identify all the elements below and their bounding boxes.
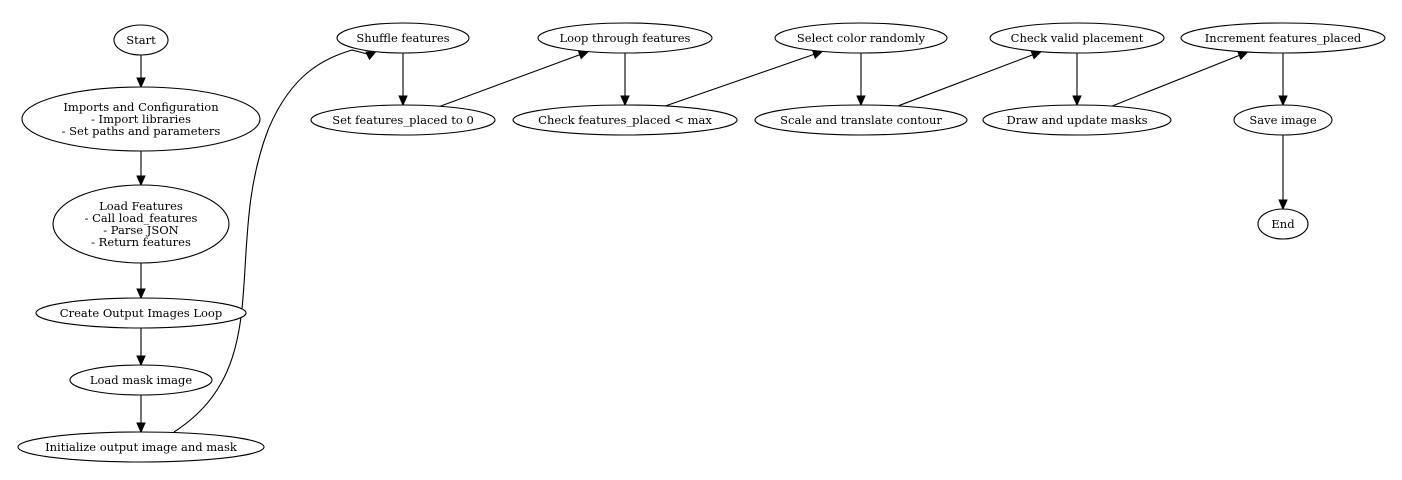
node-label: Increment features_placed	[1205, 31, 1362, 45]
node-shape	[113, 24, 169, 56]
node-shape	[1257, 208, 1309, 240]
node-label: - Parse JSON	[103, 223, 178, 237]
arrowhead	[365, 51, 377, 61]
edges-layer	[136, 49, 1288, 434]
node-label: Save image	[1249, 113, 1316, 127]
node-increment: Increment features_placed	[1180, 22, 1386, 54]
node-shape	[52, 184, 230, 264]
edge-increment-to-save_image	[1278, 53, 1288, 107]
node-label: - Import libraries	[91, 112, 191, 126]
node-label: Start	[126, 33, 156, 47]
arrowhead	[1237, 51, 1249, 61]
node-check-valid: Check valid placement	[989, 22, 1165, 54]
arrowhead	[136, 422, 146, 434]
node-label: - Return features	[91, 235, 191, 249]
node-label: Loop through features	[560, 31, 691, 45]
node-label: Load Features	[99, 199, 183, 213]
node-load-mask: Load mask image	[69, 364, 213, 396]
edge-imports-to-load_features	[136, 151, 146, 187]
node-shape	[310, 104, 496, 136]
node-label: - Call load_features	[85, 211, 198, 225]
edge-line	[173, 49, 370, 433]
edge-create_output_loop-to-load_mask	[136, 328, 146, 367]
node-shape	[989, 22, 1165, 54]
node-set-placed: Set features_placed to 0	[310, 104, 496, 136]
arrowhead	[1030, 50, 1043, 60]
arrowhead	[1278, 95, 1288, 107]
arrowhead	[856, 95, 866, 107]
node-label: Check features_placed < max	[538, 113, 712, 127]
node-shape	[754, 104, 968, 136]
edge-init_output-to-shuffle	[173, 49, 377, 433]
edge-line	[1111, 54, 1240, 107]
node-label: Check valid placement	[1011, 31, 1144, 45]
node-label: Initialize output image and mask	[45, 440, 238, 454]
node-shape	[17, 431, 265, 463]
node-create-output-loop: Create Output Images Loop	[35, 297, 247, 329]
node-select-color: Select color randomly	[774, 22, 948, 54]
node-draw-update: Draw and update masks	[982, 104, 1172, 136]
node-shape	[1180, 22, 1386, 54]
arrowhead	[577, 50, 590, 60]
node-save-image: Save image	[1233, 104, 1333, 136]
node-shape	[1233, 104, 1333, 136]
node-label: Load mask image	[90, 373, 193, 387]
edge-load_features-to-create_output_loop	[136, 263, 146, 300]
node-loop-features: Loop through features	[537, 22, 713, 54]
node-shape	[35, 297, 247, 329]
arrowhead	[136, 175, 146, 187]
node-shape	[336, 22, 470, 54]
arrowhead	[136, 77, 146, 89]
node-label: Create Output Images Loop	[60, 306, 222, 320]
node-label: Set features_placed to 0	[332, 113, 474, 127]
edge-line	[897, 54, 1033, 107]
arrowhead	[136, 355, 146, 367]
node-scale-translate: Scale and translate contour	[754, 104, 968, 136]
edge-loop_features-to-check_placed	[620, 53, 630, 107]
node-check-placed: Check features_placed < max	[512, 104, 738, 136]
node-shape	[982, 104, 1172, 136]
node-label: End	[1271, 217, 1295, 231]
node-shape	[537, 22, 713, 54]
edge-load_mask-to-init_output	[136, 395, 146, 434]
edge-scale_translate-to-check_valid	[897, 50, 1043, 107]
edge-check_placed-to-select_color	[665, 50, 824, 107]
node-label: Scale and translate contour	[780, 113, 942, 127]
edge-start-to-imports	[136, 55, 146, 89]
node-shape	[774, 22, 948, 54]
node-label: - Set paths and parameters	[62, 124, 221, 138]
node-shape	[21, 86, 261, 152]
node-shape	[69, 364, 213, 396]
node-label: Select color randomly	[797, 31, 926, 45]
node-shuffle: Shuffle features	[336, 22, 470, 54]
node-label: Imports and Configuration	[63, 100, 219, 114]
node-label: Shuffle features	[356, 31, 449, 45]
node-end: End	[1257, 208, 1309, 240]
arrowhead	[1278, 199, 1288, 211]
node-imports: Imports and Configuration- Import librar…	[21, 86, 261, 152]
node-start: Start	[113, 24, 169, 56]
edge-shuffle-to-set_placed	[398, 53, 408, 107]
arrowhead	[1072, 95, 1082, 107]
edge-draw_update-to-increment	[1111, 51, 1249, 107]
arrowhead	[136, 288, 146, 300]
node-init-output: Initialize output image and mask	[17, 431, 265, 463]
edge-save_image-to-end	[1278, 135, 1288, 211]
node-label: Draw and update masks	[1007, 113, 1148, 127]
edge-check_valid-to-draw_update	[1072, 53, 1082, 107]
arrowhead	[398, 95, 408, 107]
edge-line	[665, 53, 815, 107]
node-shape	[512, 104, 738, 136]
arrowhead	[620, 95, 630, 107]
edge-line	[439, 54, 580, 107]
node-load-features: Load Features- Call load_features- Parse…	[52, 184, 230, 264]
edge-set_placed-to-loop_features	[439, 50, 590, 107]
edge-select_color-to-scale_translate	[856, 53, 866, 107]
